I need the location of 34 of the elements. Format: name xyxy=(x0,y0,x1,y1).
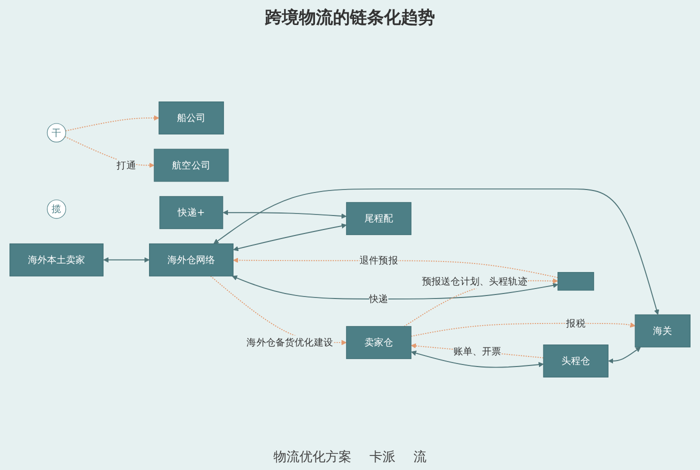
edge-label: 海外仓备货优化建设 xyxy=(246,336,333,348)
node-circle: 揽 xyxy=(46,200,66,219)
node-box xyxy=(558,272,594,291)
arrow xyxy=(103,257,150,263)
edge-label: 报税 xyxy=(566,317,586,329)
edge-label: 账单、开票 xyxy=(453,345,502,357)
node-box: 尾程配 xyxy=(346,202,412,236)
arrow xyxy=(232,258,558,278)
edge-label: 快递 xyxy=(369,293,388,304)
edge-label: 退件预报 xyxy=(360,254,398,266)
note-text: 物流优化方案 xyxy=(274,449,352,466)
edge-label: 打通 xyxy=(116,159,136,171)
note-text: 卡派 xyxy=(370,449,396,466)
arrow xyxy=(222,210,347,219)
arrow xyxy=(64,136,154,168)
node-box: 海关 xyxy=(634,314,690,348)
edge-label: 预报送仓计划、头程轨迹 xyxy=(422,276,528,287)
arrow xyxy=(411,350,544,368)
node-box: 船公司 xyxy=(158,102,224,134)
note-text: 流 xyxy=(414,449,426,466)
node-box: 航空公司 xyxy=(154,148,229,182)
node-box: 卖家仓 xyxy=(346,326,412,360)
node-box: 海外本土卖家 xyxy=(10,243,104,276)
node-box: 海外仓网络 xyxy=(149,243,234,276)
arrow xyxy=(65,115,160,132)
node-box: 快递+ xyxy=(159,196,224,230)
arrow xyxy=(233,223,347,252)
arrow xyxy=(213,188,660,315)
node-circle: 干 xyxy=(46,123,66,142)
arrow xyxy=(608,346,641,364)
arrow xyxy=(410,322,636,337)
node-box: 头程仓 xyxy=(543,344,608,378)
diagram-title: 跨境物流的链条化趋势 xyxy=(265,7,435,29)
arrow xyxy=(232,276,558,300)
